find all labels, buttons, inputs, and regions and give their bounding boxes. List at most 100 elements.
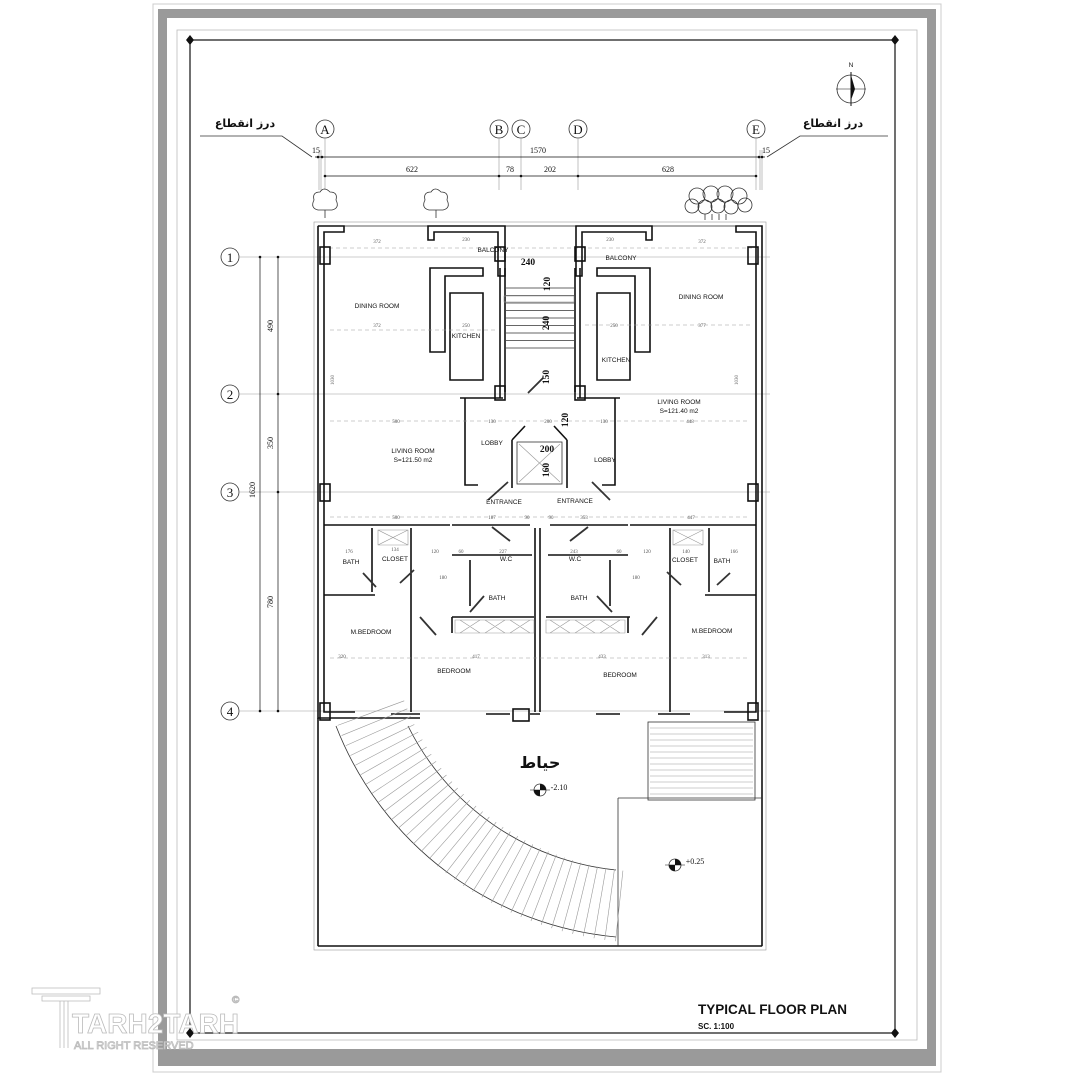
room-dimension: 1030 — [735, 375, 740, 386]
room-bedroom-right: BEDROOM — [603, 672, 637, 679]
curved-stair-step — [420, 799, 471, 852]
room-living-left-area: S=121.50 m2 — [394, 457, 433, 464]
stair-treads — [506, 287, 574, 349]
drawing-scale: SC. 1:100 — [698, 1022, 735, 1031]
drawing-title: TYPICAL FLOOR PLAN — [698, 1002, 847, 1017]
room-mbedroom-left: M.BEDROOM — [351, 629, 392, 636]
watermark-brand: TARH2TARH — [72, 1008, 239, 1039]
dim-b-c: 78 — [506, 165, 514, 174]
room-dimension: 1030 — [331, 375, 336, 386]
dim-flight: 240 — [542, 316, 552, 331]
room-dimension: 227 — [499, 550, 507, 555]
grid-bubble-4: 4 — [227, 704, 234, 719]
room-dimension: 448 — [686, 420, 694, 425]
room-mbedroom-right: M.BEDROOM — [692, 628, 733, 635]
dim-c-d: 202 — [544, 165, 556, 174]
dim-lift-width: 200 — [540, 445, 555, 455]
room-dimension: 500 — [392, 516, 400, 521]
curved-stair-step — [405, 787, 458, 837]
drawing-border — [189, 39, 896, 1034]
elevator-shaft — [516, 441, 563, 485]
core-dimensions: 240 120 240 150 120 200 160 — [521, 258, 571, 477]
curved-stair-step — [463, 826, 504, 886]
curved-stair-step — [593, 868, 607, 939]
room-lobby-right: LOBBY — [594, 457, 616, 464]
dim-landing: 120 — [543, 277, 553, 292]
room-dimension: 130 — [488, 420, 496, 425]
room-dimension: 500 — [392, 420, 400, 425]
grid-bubble-b: B — [495, 122, 504, 137]
curved-stair-step — [491, 840, 526, 903]
room-dimension: 230 — [606, 238, 614, 243]
grid-bubble-e: E — [752, 122, 760, 137]
dim-stair-width: 240 — [521, 258, 536, 268]
room-dimension: 353 — [580, 516, 588, 521]
grid-bubble-1: 1 — [227, 250, 234, 265]
room-closet-right: CLOSET — [672, 557, 698, 564]
yard-label: حیاط — [520, 753, 561, 772]
joint-leader-right — [766, 135, 888, 158]
dim-joint-right: 15 — [762, 146, 770, 155]
dim-1-2: 490 — [266, 320, 275, 332]
room-living-right: LIVING ROOM — [657, 399, 700, 406]
dim-2-3: 350 — [266, 437, 275, 449]
curved-stair-step — [360, 739, 423, 776]
room-dimension: 130 — [600, 420, 608, 425]
room-living-left: LIVING ROOM — [391, 448, 434, 455]
grid-bubble-3: 3 — [227, 485, 234, 500]
curved-stair-step — [384, 768, 442, 812]
curved-stair-step — [561, 862, 582, 932]
room-bath-left: BATH — [343, 559, 360, 566]
room-lobby-left: LOBBY — [481, 440, 503, 447]
dim-overall-width: 1570 — [530, 146, 546, 155]
curved-stair-step — [551, 860, 573, 929]
dim-lobby: 120 — [561, 413, 571, 428]
dim-joint-left: 15 — [312, 146, 320, 155]
north-label: N — [849, 62, 854, 69]
curved-stair-step — [500, 844, 534, 908]
curved-stair-step — [341, 708, 408, 736]
curved-stair-step — [355, 731, 419, 766]
curved-stair-step — [530, 854, 557, 922]
room-balcony-left: BALCONY — [477, 247, 509, 254]
curved-stair-steps — [337, 700, 624, 942]
room-dimension: 166 — [730, 550, 738, 555]
room-bath-mid-left: BATH — [489, 595, 506, 602]
room-dimension: 243 — [570, 550, 578, 555]
expansion-joint-label-right: درز انقطاع — [803, 117, 864, 130]
room-dimension: 60 — [459, 550, 465, 555]
curved-stair-step — [615, 870, 624, 942]
room-dimension: 372 — [698, 240, 706, 245]
dim-d-e: 628 — [662, 165, 674, 174]
room-wc-right: W.C — [569, 556, 582, 563]
room-bedroom-left: BEDROOM — [437, 668, 471, 675]
dim-overall-depth: 1620 — [248, 482, 257, 498]
room-labels: BALCONY BALCONY DINING ROOM DINING ROOM … — [343, 247, 733, 679]
room-dimension: 320 — [338, 655, 346, 660]
room-dimension: 372 — [373, 324, 381, 329]
room-dimension: 377 — [698, 324, 706, 329]
curved-stair-step — [398, 781, 453, 829]
room-dimension: 433 — [598, 655, 606, 660]
room-dimension: 200 — [544, 420, 552, 425]
watermark-logo: TARH2TARH ALL RIGHT RESERVED © — [31, 987, 240, 1052]
curved-stair-step — [520, 851, 549, 918]
horizontal-dimensions: 1570 15 15 622 78 202 628 — [312, 146, 770, 178]
building-walls — [313, 221, 767, 951]
platform-level: +0.25 — [686, 857, 705, 866]
level-marker-icon — [530, 783, 550, 797]
curved-stair-step — [445, 816, 490, 874]
room-dimension: 120 — [431, 550, 439, 555]
curved-stair-step — [604, 869, 615, 940]
room-dimension: 250 — [610, 324, 618, 329]
room-dimension: 120 — [643, 550, 651, 555]
grid-bubble-a: A — [320, 122, 330, 137]
room-kitchen-right: KITCHEN — [602, 357, 631, 364]
room-dimension: 417 — [472, 655, 480, 660]
curved-stair-step — [510, 847, 541, 913]
grid-bubble-2: 2 — [227, 387, 234, 402]
room-dimension: 90 — [549, 516, 555, 521]
curved-stair-step — [572, 864, 590, 934]
